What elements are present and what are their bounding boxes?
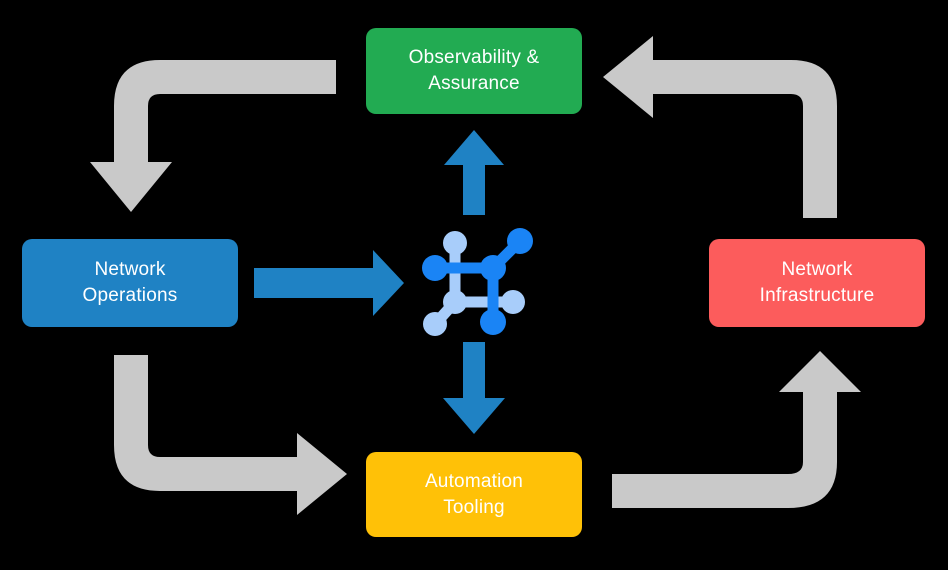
node-light-right bbox=[501, 290, 525, 314]
node-dark-left bbox=[422, 255, 448, 281]
connector-center-to-observability bbox=[444, 130, 504, 215]
connector-center-to-automation bbox=[443, 342, 505, 434]
connector-operations-to-automation bbox=[114, 355, 347, 515]
node-network-operations[interactable]: Network Operations bbox=[22, 239, 238, 327]
node-dark-center bbox=[480, 255, 506, 281]
node-observability-assurance[interactable]: Observability & Assurance bbox=[366, 28, 582, 114]
node-light-mid bbox=[443, 290, 467, 314]
node-network-infrastructure[interactable]: Network Infrastructure bbox=[709, 239, 925, 327]
connector-observability-to-operations bbox=[90, 60, 336, 212]
connector-automation-to-infrastructure bbox=[612, 351, 861, 508]
node-light-top bbox=[443, 231, 467, 255]
node-automation-tooling-label: Automation Tooling bbox=[424, 470, 524, 518]
node-dark-topright bbox=[507, 228, 533, 254]
node-automation-tooling[interactable]: Automation Tooling bbox=[366, 452, 582, 537]
node-dark-bottom bbox=[480, 309, 506, 335]
node-network-infrastructure-label: Network Infrastructure bbox=[759, 259, 875, 306]
network-topology-icon bbox=[422, 228, 533, 336]
connector-operations-to-center bbox=[254, 250, 404, 316]
node-light-bottomleft bbox=[423, 312, 447, 336]
connector-infrastructure-to-observability bbox=[603, 36, 837, 218]
node-network-operations-label: Network Operations bbox=[82, 259, 178, 306]
node-observability-assurance-label: Observability & Assurance bbox=[408, 47, 540, 94]
